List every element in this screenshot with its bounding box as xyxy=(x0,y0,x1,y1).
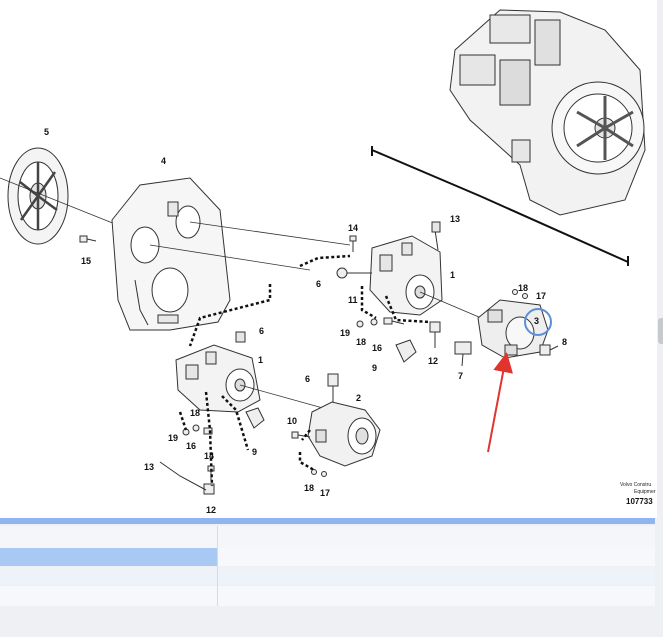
table-cell[interactable] xyxy=(218,586,655,606)
callout-8: 8 xyxy=(562,337,567,347)
callout-4: 4 xyxy=(161,156,166,166)
bolt-part-15 xyxy=(79,235,97,243)
parts-table-header-bar xyxy=(0,518,655,524)
callout-18-right: 18 xyxy=(518,283,528,293)
parts-diagram-area: 5 4 15 13 14 1 6 11 19 18 16 12 9 18 17 … xyxy=(0,0,657,518)
table-row[interactable] xyxy=(0,567,655,585)
hose-part-13-lower xyxy=(159,461,207,491)
engine-bracket-line xyxy=(371,149,629,263)
table-row[interactable] xyxy=(0,548,655,566)
valve-part-7 xyxy=(454,341,472,367)
hydraulic-motor-part-2 xyxy=(307,401,381,467)
sensor-part-9-lower xyxy=(245,407,265,429)
flywheel-part-5 xyxy=(7,147,69,245)
callout-3: 3 xyxy=(534,316,539,326)
side-scroll-handle[interactable] xyxy=(658,318,663,344)
callout-19-upper: 19 xyxy=(340,328,350,338)
bolt-part-14-upper xyxy=(349,235,357,252)
exploded-view-drawing: 5 4 15 13 14 1 6 11 19 18 16 12 9 18 17 … xyxy=(0,9,656,515)
credit-line-1: Volvo Constru xyxy=(620,482,651,488)
fitting-part-6-lower xyxy=(327,373,339,402)
callout-17-right: 17 xyxy=(536,291,546,301)
callout-18-upper: 18 xyxy=(356,337,366,347)
callout-15: 15 xyxy=(81,256,91,266)
callout-13-lower: 13 xyxy=(144,462,154,472)
bolt-part-8 xyxy=(539,344,559,356)
page-footer xyxy=(0,606,663,637)
connector-part-12-upper xyxy=(429,321,441,348)
table-column-divider xyxy=(217,526,218,606)
seal-parts-right xyxy=(512,289,528,299)
callout-14-lower: 14 xyxy=(204,451,214,461)
table-row[interactable] xyxy=(0,586,655,606)
callout-11: 11 xyxy=(348,295,358,305)
callout-1-lower: 1 xyxy=(258,355,263,365)
callout-1-upper: 1 xyxy=(450,270,455,280)
parts-table-header-row xyxy=(0,526,655,549)
hydraulic-pump-part-1-upper xyxy=(369,221,443,316)
table-cell[interactable] xyxy=(218,567,655,585)
table-cell[interactable] xyxy=(0,586,217,606)
table-cell[interactable] xyxy=(218,548,655,566)
callout-6-upper: 6 xyxy=(316,279,321,289)
callout-14-upper: 14 xyxy=(348,223,358,233)
callout-6-motor: 6 xyxy=(305,374,310,384)
highlight-circle-icon xyxy=(524,308,552,336)
red-arrow-icon xyxy=(487,352,513,453)
seal-parts-motor xyxy=(311,469,327,477)
table-cell-selected[interactable] xyxy=(0,548,217,566)
fitting-part-6-upper xyxy=(336,267,372,279)
pump-drive-housing-part-4 xyxy=(111,177,231,331)
drawing-credit: Volvo Constru Equipmer 107733 xyxy=(620,482,656,506)
hose-routes-dashed xyxy=(178,254,431,487)
callout-7: 7 xyxy=(458,371,463,381)
callout-5: 5 xyxy=(44,127,49,137)
table-cell[interactable] xyxy=(0,567,217,585)
callout-12-lower: 12 xyxy=(206,505,216,515)
engine-illustration xyxy=(449,9,646,216)
seal-parts-upper xyxy=(356,317,405,328)
callout-18-motor: 18 xyxy=(304,483,314,493)
seal-parts-lower xyxy=(182,424,215,495)
sensor-part-9-upper xyxy=(395,339,417,363)
callout-2: 2 xyxy=(356,393,361,403)
callout-9-upper: 9 xyxy=(372,363,377,373)
callout-17-motor: 17 xyxy=(320,488,330,498)
callout-9-lower: 9 xyxy=(252,447,257,457)
credit-line-2: Equipmer xyxy=(634,489,656,495)
callout-12-upper: 12 xyxy=(428,356,438,366)
callout-18-lower: 18 xyxy=(190,408,200,418)
gear-pump-part-3 xyxy=(477,299,549,359)
callout-19-lower: 19 xyxy=(168,433,178,443)
hydraulic-pump-part-1-lower xyxy=(175,331,261,413)
drawing-number: 107733 xyxy=(626,497,653,506)
callout-16-lower: 16 xyxy=(186,441,196,451)
callout-6-lower: 6 xyxy=(259,326,264,336)
callout-labels: 5 4 15 13 14 1 6 11 19 18 16 12 9 18 17 … xyxy=(44,127,567,515)
callout-13-upper: 13 xyxy=(450,214,460,224)
callout-10: 10 xyxy=(287,416,297,426)
callout-16-upper: 16 xyxy=(372,343,382,353)
